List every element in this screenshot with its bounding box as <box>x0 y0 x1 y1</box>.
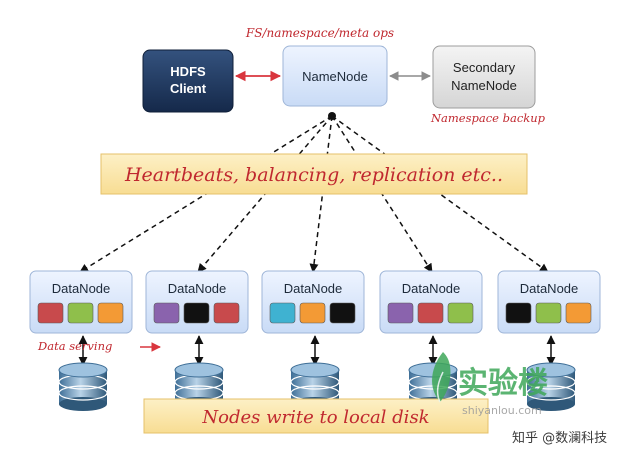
datanode-label: DataNode <box>402 281 461 296</box>
datanode-label: DataNode <box>168 281 227 296</box>
datanode-block <box>535 302 562 324</box>
datanode-block <box>299 302 326 324</box>
disk-icon <box>58 362 108 411</box>
heartbeats-banner: Heartbeats, balancing, replication etc.. <box>100 153 528 195</box>
namespace-backup-label: Namespace backup <box>430 111 546 125</box>
datanode-block <box>37 302 64 324</box>
namenode-hub-dot <box>328 112 336 120</box>
datanode-block <box>505 302 532 324</box>
datanode-block <box>97 302 124 324</box>
datanode-block <box>417 302 444 324</box>
shiyanlou-watermark: 实验楼 shiyanlou.com <box>432 352 548 417</box>
datanode-3: DataNode <box>261 270 365 334</box>
hdfs-client-label-line1: HDFS <box>170 64 206 79</box>
datanode-block <box>329 302 356 324</box>
data-serving-label: Data serving <box>37 339 112 353</box>
hdfs-client-label-line2: Client <box>170 81 207 96</box>
watermark-logo-subtext: shiyanlou.com <box>462 404 542 417</box>
datanode-block <box>447 302 474 324</box>
datanode-block <box>213 302 240 324</box>
local-disk-banner: Nodes write to local disk <box>143 398 489 434</box>
datanode-block <box>387 302 414 324</box>
disk-icon <box>526 362 576 411</box>
secondary-namenode-label-line1: Secondary <box>453 60 516 75</box>
datanode-block <box>269 302 296 324</box>
datanode-label: DataNode <box>520 281 579 296</box>
datanode-block <box>183 302 210 324</box>
datanode-block <box>153 302 180 324</box>
hdfs-client-node: HDFS Client <box>142 49 234 113</box>
local-disk-banner-text: Nodes write to local disk <box>201 407 429 428</box>
datanode-block <box>67 302 94 324</box>
heartbeats-banner-text: Heartbeats, balancing, replication etc.. <box>124 164 503 186</box>
namenode-label: NameNode <box>302 69 368 84</box>
namenode-node: NameNode <box>282 45 388 107</box>
secondary-namenode-node: Secondary NameNode <box>432 45 536 109</box>
datanode-label: DataNode <box>284 281 343 296</box>
datanode-4: DataNode <box>379 270 483 334</box>
zhihu-credit-text: 知乎 @数澜科技 <box>512 430 607 446</box>
datanode-row: DataNode DataNode DataNode DataNode DataNode <box>29 270 601 411</box>
datanode-2: DataNode <box>145 270 249 334</box>
heartbeat-line-3 <box>309 115 333 273</box>
datanode-label: DataNode <box>52 281 111 296</box>
datanode-5: DataNode <box>497 270 601 334</box>
secondary-namenode-label-line2: NameNode <box>451 78 517 93</box>
datanode-block <box>565 302 592 324</box>
datanode-1: DataNode <box>29 270 133 334</box>
watermark-logo-text: 实验楼 <box>458 366 548 401</box>
fs-namespace-meta-ops-label: FS/namespace/meta ops <box>245 26 394 40</box>
